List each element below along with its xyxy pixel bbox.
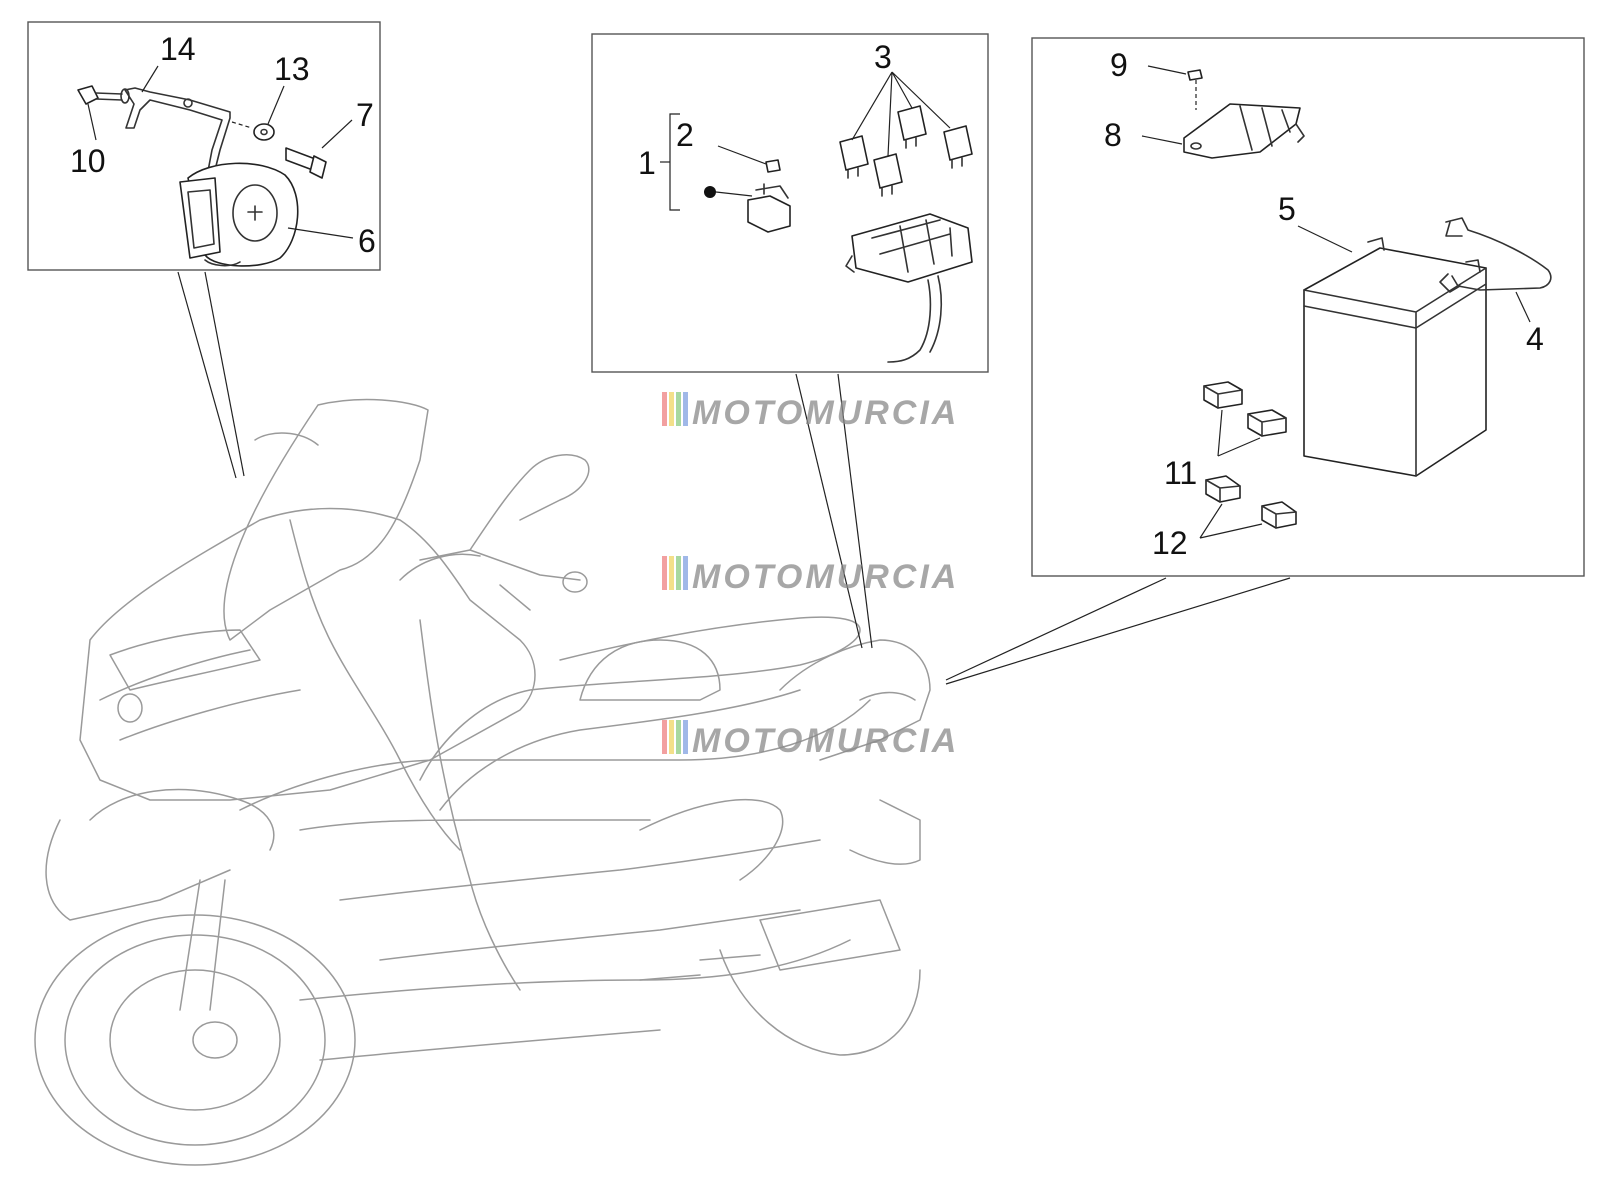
watermark-2: MOTOMURCIA: [662, 556, 959, 596]
callout-10: 10: [70, 143, 106, 179]
horn-pointer-right: [204, 271, 245, 477]
leader-3: [851, 71, 951, 157]
screw-9: [1187, 69, 1203, 81]
callout-5: 5: [1278, 191, 1296, 227]
relay-panel: [591, 33, 989, 373]
leader-14: [141, 65, 159, 93]
bullet-dot: [704, 186, 716, 198]
battery-5: [1303, 247, 1487, 477]
callout-3: 3: [874, 39, 892, 75]
leader-10: [87, 103, 97, 141]
cap-11a: [1203, 381, 1243, 409]
watermark-text: MOTOMURCIA: [692, 722, 959, 760]
watermark-1: MOTOMURCIA: [662, 392, 959, 432]
callout-4: 4: [1526, 321, 1544, 357]
fuse-2: [765, 159, 781, 173]
horn-pointer-left: [177, 271, 237, 479]
leader-13: [267, 85, 285, 125]
bolt-10: [77, 85, 99, 105]
cap-12a: [1205, 475, 1241, 503]
callout-6: 6: [358, 223, 376, 259]
callout-14: 14: [160, 31, 196, 67]
cable-4: [1445, 217, 1552, 291]
callout-2: 2: [676, 117, 694, 153]
leader-8: [1141, 135, 1183, 145]
callout-1: 1: [638, 145, 656, 181]
leader-5: [1297, 225, 1353, 253]
horn-group: 14 13 7 10 6: [27, 21, 381, 479]
leader-2: [717, 145, 767, 165]
watermark-3: MOTOMURCIA: [662, 720, 959, 760]
callout-13: 13: [274, 51, 310, 87]
battery-pointer-lower: [945, 577, 1291, 685]
leader-7: [321, 119, 353, 149]
fuse-box: [851, 213, 973, 283]
relay-group: 1 2 3: [591, 33, 989, 649]
leader-6: [287, 227, 354, 239]
fuse-holder: [747, 195, 791, 233]
watermark-text: MOTOMURCIA: [692, 394, 959, 432]
scooter-outline: [34, 398, 931, 1166]
leader-12: [1199, 503, 1263, 539]
relay-pointer-right: [837, 373, 873, 649]
watermark-text: MOTOMURCIA: [692, 558, 959, 596]
leader-9: [1147, 65, 1187, 75]
cap-11b: [1247, 409, 1287, 437]
battery-bracket-8: [1183, 103, 1301, 159]
battery-panel: [1031, 37, 1585, 577]
relay-set-3: [839, 105, 973, 197]
leader-4: [1515, 291, 1531, 323]
relay-pointer-left: [795, 373, 863, 649]
washer-13: [253, 123, 275, 141]
callout-7: 7: [356, 97, 374, 133]
callout-8: 8: [1104, 117, 1122, 153]
callout-11: 11: [1164, 455, 1197, 491]
battery-group: 9 8 5 4 11 12: [945, 37, 1585, 685]
callout-12: 12: [1152, 525, 1188, 561]
callout-9: 9: [1110, 47, 1128, 83]
leader-11: [1217, 409, 1261, 457]
cap-12b: [1261, 501, 1297, 529]
battery-pointer-upper: [945, 577, 1167, 681]
